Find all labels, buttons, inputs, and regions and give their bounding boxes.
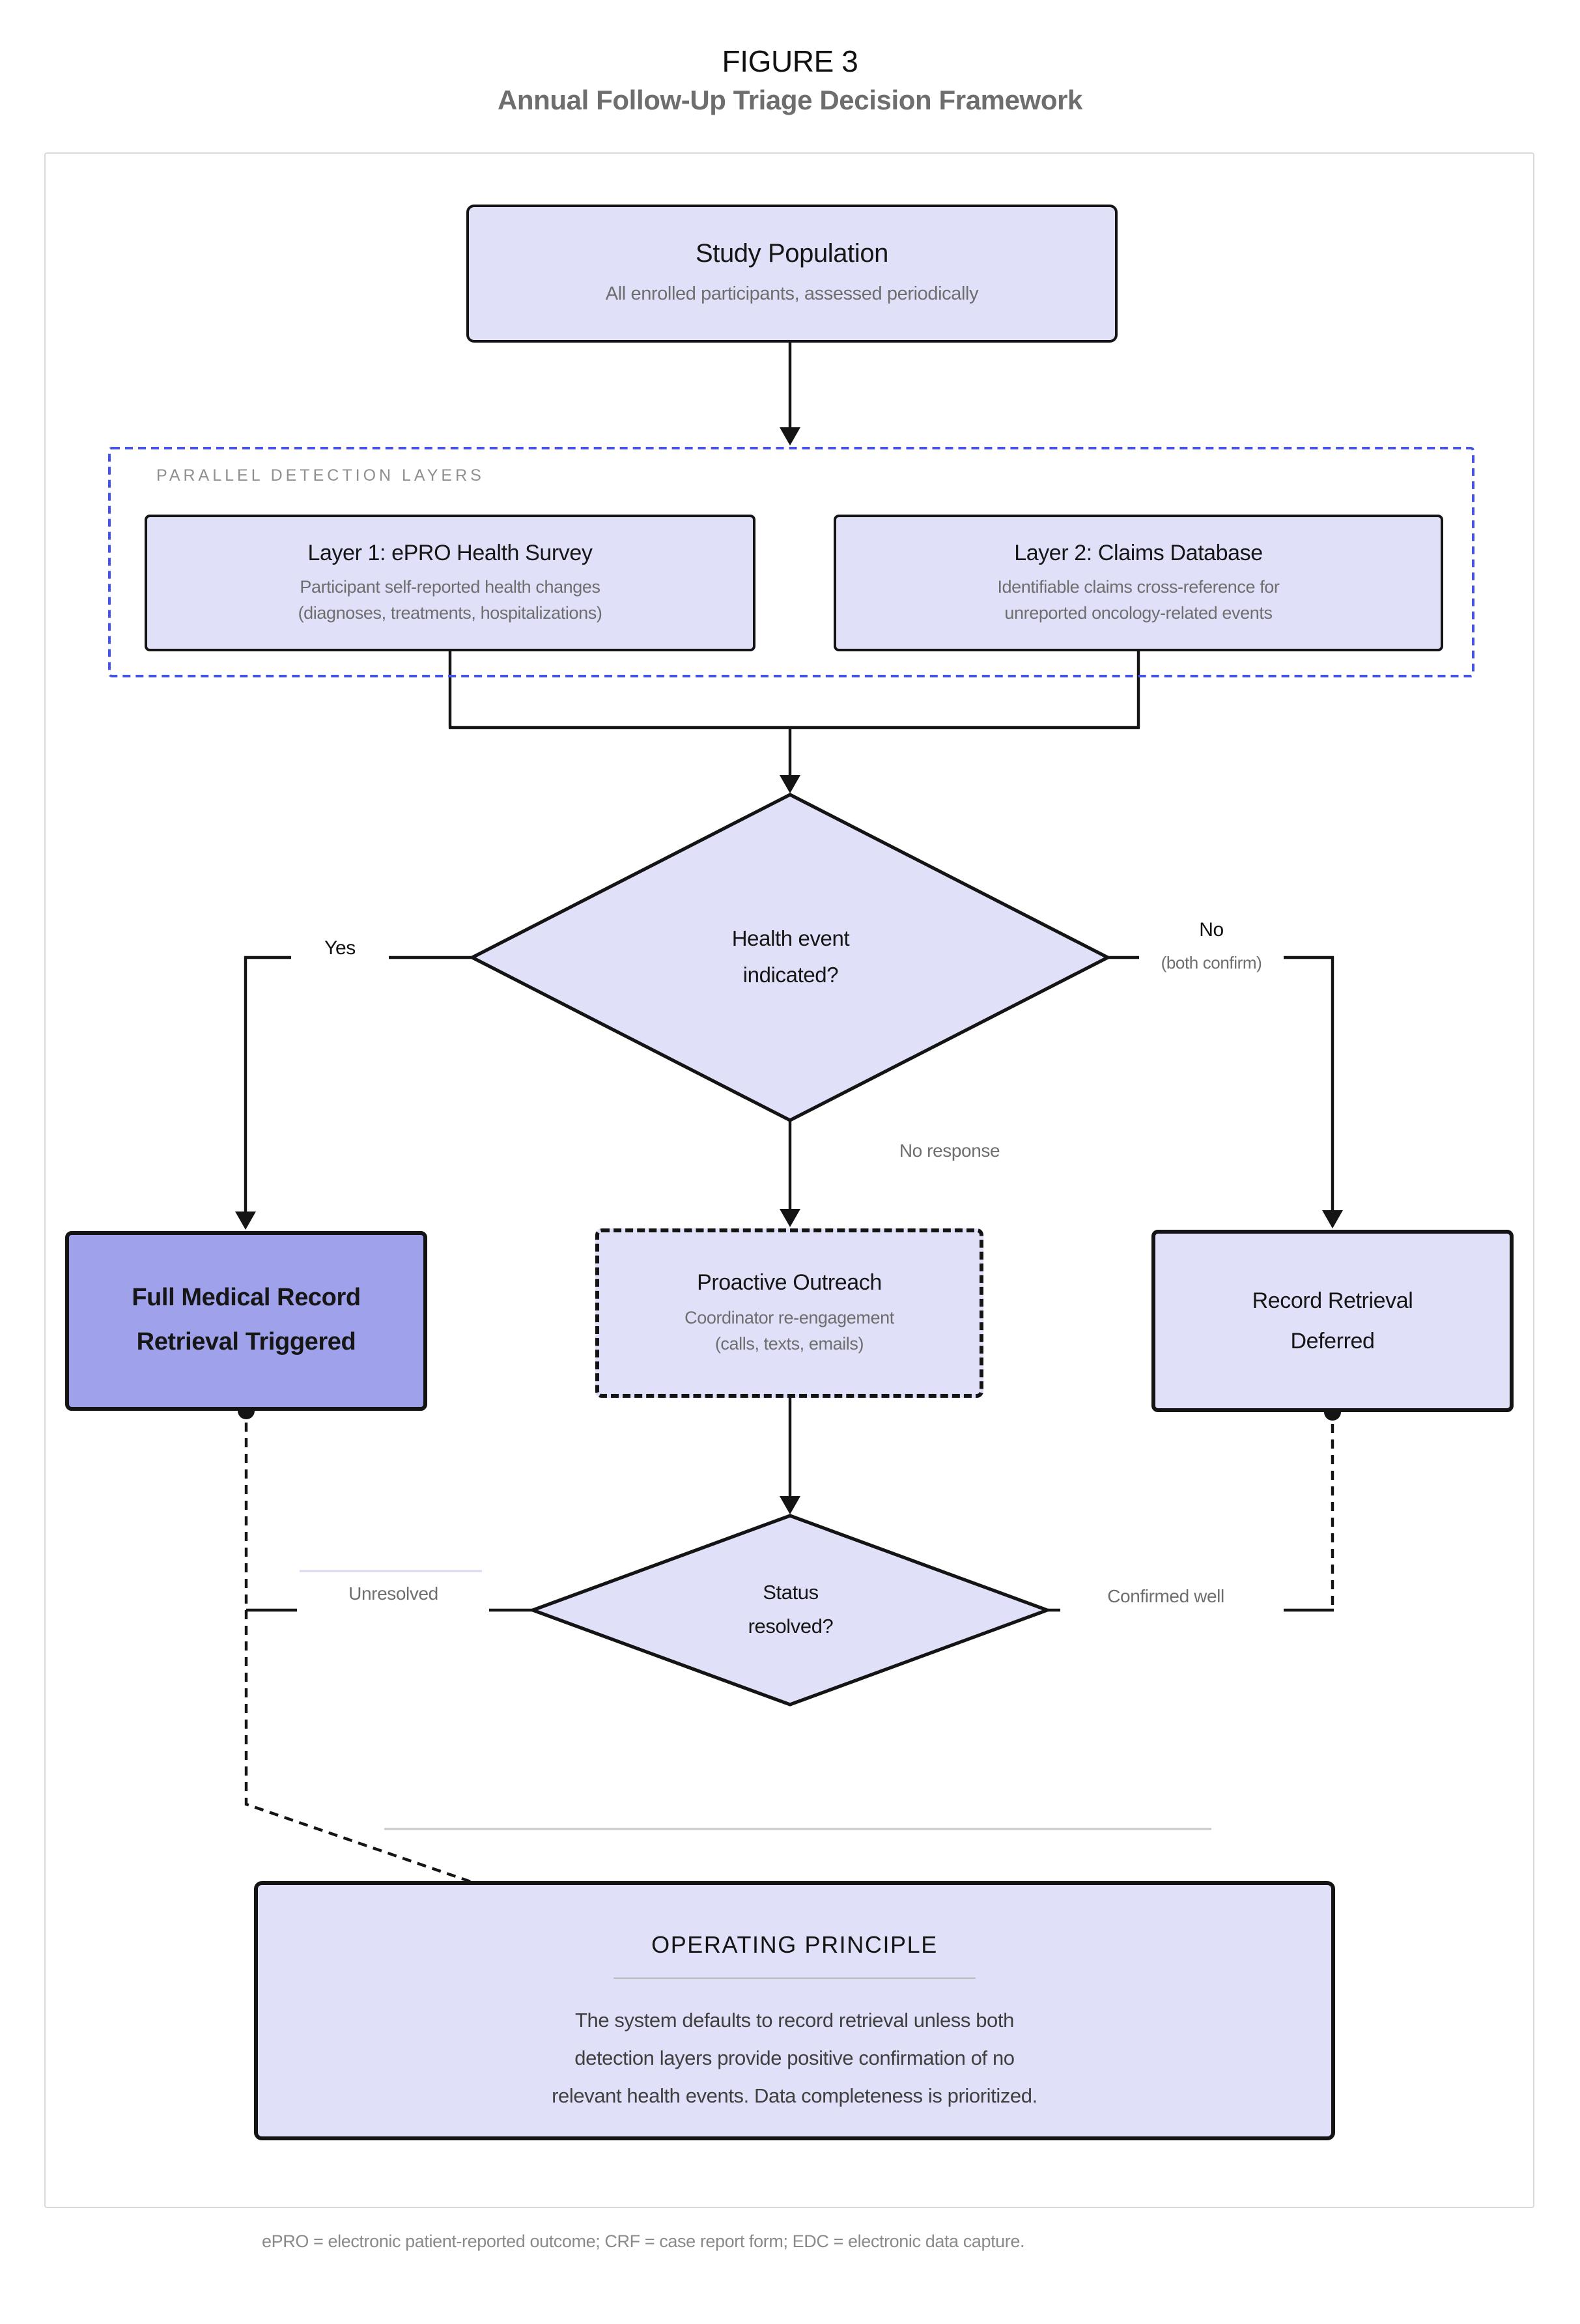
title-line: Retrieval Triggered [136, 1329, 356, 1356]
decision-status-shape [528, 1514, 1052, 1707]
figure-label: FIGURE 3 [722, 44, 858, 78]
node-subtitle: Participant self-reported health changes… [298, 574, 602, 627]
subtitle-line: (calls, texts, emails) [714, 1333, 864, 1353]
outreach-node: Proactive Outreach Coordinator re-engage… [595, 1228, 983, 1398]
subtitle-line: Coordinator re-engagement [684, 1307, 894, 1327]
study-population-node: Study Population All enrolled participan… [466, 205, 1118, 343]
decision-line: Status [763, 1581, 819, 1604]
decision-line: Health event [731, 927, 850, 951]
subtitle-line: unreported oncology-related events [1004, 602, 1273, 623]
deferred-node: Record Retrieval Deferred [1151, 1230, 1514, 1412]
edge-label-no: No [1199, 919, 1224, 941]
title-line: Record Retrieval [1252, 1288, 1413, 1313]
layer2-node: Layer 2: Claims Database Identifiable cl… [834, 515, 1443, 651]
parallel-detection-container [108, 447, 1474, 677]
arrowhead-decision1 [780, 775, 800, 793]
connector-no [1108, 956, 1334, 1210]
subtitle-line: (diagnoses, treatments, hospitalizations… [298, 602, 602, 623]
arrowhead-full-retrieval [235, 1212, 256, 1230]
node-title: Proactive Outreach [697, 1269, 882, 1295]
layer1-node: Layer 1: ePRO Health Survey Participant … [145, 515, 755, 651]
decision-line: resolved? [748, 1615, 834, 1637]
connector-yes [244, 956, 472, 1212]
dashed-line-unresolved-to-principle [244, 1423, 473, 1884]
title-line: Deferred [1290, 1329, 1375, 1353]
edge-label-unresolved: Unresolved [348, 1583, 438, 1604]
parallel-detection-label: PARALLEL DETECTION LAYERS [156, 466, 485, 485]
decision-health-event-label: Health event indicated? [732, 921, 850, 994]
edge-label-no-qualifier: (both confirm) [1161, 953, 1262, 972]
arrowhead-deferred [1322, 1210, 1343, 1228]
node-subtitle: Identifiable claims cross-reference for … [997, 574, 1279, 627]
body-line: The system defaults to record retrieval … [574, 2010, 1014, 2032]
arrowhead-status [780, 1496, 800, 1514]
arrowhead-outreach [780, 1209, 800, 1227]
subtitle-line: Participant self-reported health changes [300, 576, 600, 597]
node-title: Layer 2: Claims Database [1014, 540, 1263, 565]
operating-principle-node: OPERATING PRINCIPLE The system defaults … [254, 1881, 1335, 2140]
full-retrieval-node: Full Medical Record Retrieval Triggered [65, 1231, 427, 1411]
body-line: relevant health events. Data completenes… [552, 2086, 1037, 2108]
footnote: ePRO = electronic patient-reported outco… [262, 2232, 1025, 2251]
decision-status-label: Status resolved? [748, 1577, 834, 1643]
figure-title: Annual Follow-Up Triage Decision Framewo… [497, 86, 1082, 116]
node-title: Full Medical Record Retrieval Triggered [132, 1277, 361, 1366]
body-line: detection layers provide positive confir… [574, 2048, 1015, 2070]
node-title: Study Population [695, 240, 889, 269]
arrowhead-detection [780, 427, 800, 446]
edge-label-confirmed-well: Confirmed well [1107, 1585, 1224, 1606]
node-title: Record Retrieval Deferred [1252, 1280, 1413, 1362]
operating-principle-divider [614, 1977, 976, 1979]
edge-label-no-response: No response [899, 1140, 1000, 1161]
title-line: Full Medical Record [132, 1284, 361, 1312]
operating-principle-title: OPERATING PRINCIPLE [651, 1932, 938, 1958]
node-subtitle: Coordinator re-engagement (calls, texts,… [684, 1305, 894, 1357]
connector-layers-merge [448, 651, 1140, 775]
operating-principle-body: The system defaults to record retrieval … [552, 2002, 1037, 2116]
node-subtitle: All enrolled participants, assessed peri… [605, 284, 979, 305]
decision-line: indicated? [742, 964, 839, 987]
node-title: Layer 1: ePRO Health Survey [307, 540, 593, 565]
edge-label-yes: Yes [324, 937, 356, 959]
subtitle-line: Identifiable claims cross-reference for [997, 576, 1280, 597]
